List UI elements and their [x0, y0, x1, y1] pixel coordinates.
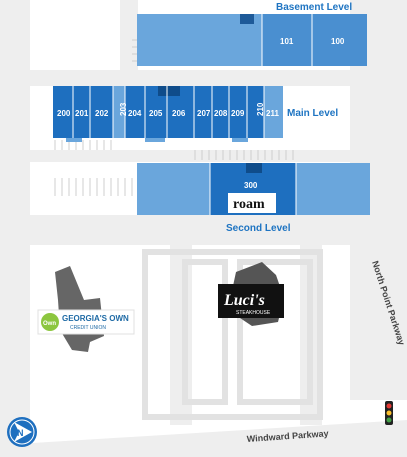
- north-compass-icon: N: [7, 417, 37, 447]
- georgias-own-building[interactable]: [55, 266, 104, 352]
- second-level-label: Second Level: [226, 223, 291, 234]
- lucis-logo-text: Luci's: [223, 292, 265, 309]
- basement-level-label: Basement Level: [276, 2, 352, 13]
- basement-building[interactable]: [137, 14, 367, 66]
- traffic-light-icon: [385, 401, 393, 425]
- svg-text:N: N: [17, 428, 24, 438]
- unit-205[interactable]: 205: [149, 109, 163, 118]
- georgias-own-name: GEORGIA'S OWN: [62, 314, 129, 323]
- unit-208[interactable]: 208: [214, 109, 228, 118]
- main-level-label: Main Level: [287, 108, 338, 119]
- plaza-paths: [142, 249, 323, 420]
- unit-207[interactable]: 207: [197, 109, 211, 118]
- unit-200[interactable]: 200: [57, 109, 71, 118]
- unit-210[interactable]: 210: [256, 102, 265, 116]
- roam-logo[interactable]: roam: [228, 193, 276, 213]
- unit-201[interactable]: 201: [75, 109, 89, 118]
- main-building[interactable]: [53, 86, 283, 142]
- unit-211[interactable]: 211: [266, 109, 279, 118]
- lucis-logo-sub: STEAKHOUSE: [236, 310, 271, 316]
- georgias-own-sub: CREDIT UNION: [70, 325, 106, 331]
- lucis-logo[interactable]: Luci's STEAKHOUSE: [218, 284, 284, 318]
- parking-stripes: [54, 39, 294, 196]
- unit-300[interactable]: 300: [244, 181, 258, 190]
- unit-209[interactable]: 209: [231, 109, 245, 118]
- georgias-own-badge-text: Own: [43, 321, 56, 327]
- georgias-own-logo[interactable]: Own GEORGIA'S OWN CREDIT UNION: [37, 309, 135, 335]
- unit-203[interactable]: 203: [119, 102, 128, 116]
- unit-100[interactable]: 100: [331, 37, 345, 46]
- unit-101[interactable]: 101: [280, 37, 294, 46]
- unit-204[interactable]: 204: [128, 109, 142, 118]
- roam-logo-text: roam: [233, 197, 265, 212]
- unit-206[interactable]: 206: [172, 109, 186, 118]
- unit-202[interactable]: 202: [95, 109, 109, 118]
